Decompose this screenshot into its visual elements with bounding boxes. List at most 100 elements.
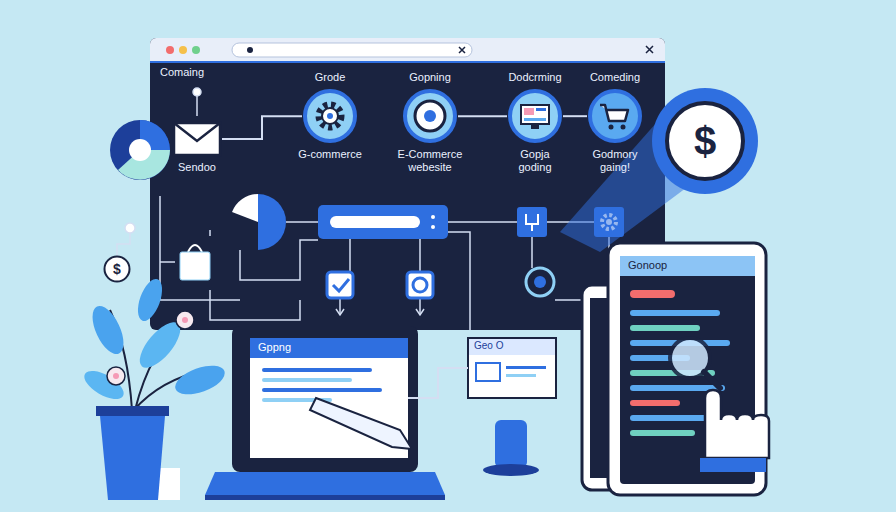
small-window — [506, 374, 536, 377]
hand — [700, 458, 766, 472]
plant — [100, 416, 165, 500]
small-window — [506, 366, 546, 369]
plant — [96, 406, 169, 416]
laptop — [205, 472, 445, 495]
dollar-coin: $ — [103, 255, 131, 283]
check-box — [413, 278, 427, 292]
browser-panel — [179, 46, 187, 54]
wire — [350, 239, 420, 272]
wire — [160, 261, 175, 263]
browser-panel — [459, 47, 465, 53]
mail-node: Sendoo — [162, 118, 232, 175]
browser-panel — [192, 46, 200, 54]
pie-chart — [129, 139, 151, 161]
wire — [117, 88, 609, 330]
laptop-screen: Gppng — [250, 338, 408, 458]
wire — [240, 240, 318, 280]
icon-node: GopningE-Commerce webesite — [386, 70, 474, 176]
plant — [86, 301, 130, 358]
plant — [133, 276, 167, 324]
laptop — [262, 388, 382, 392]
icon — [172, 121, 222, 157]
plant — [113, 373, 119, 379]
cart-icon — [587, 88, 643, 144]
tablet — [630, 400, 680, 406]
node-caption: G-commerce — [298, 148, 362, 161]
search-bar — [431, 225, 435, 229]
plant — [110, 310, 205, 410]
node-caption: Gopja goding — [505, 148, 565, 174]
stand — [495, 420, 527, 468]
ring-icon — [415, 101, 445, 131]
small-window — [476, 363, 500, 381]
ring-icon — [424, 110, 436, 122]
shopping-bag — [180, 245, 210, 280]
plant — [176, 311, 194, 329]
laptop — [262, 368, 372, 372]
panel-label: Comaing — [160, 66, 204, 79]
browser-panel — [150, 38, 665, 62]
tablet — [630, 325, 700, 331]
node-caption: Godmory gaing! — [585, 148, 645, 174]
app-window: Geo O — [468, 338, 556, 398]
coin-shape — [105, 257, 130, 282]
wire — [160, 196, 240, 300]
node-label: $ — [113, 261, 121, 278]
pie-chart — [110, 120, 170, 180]
gear-icon — [327, 113, 333, 119]
wire — [117, 233, 130, 255]
gear-icon — [305, 91, 355, 141]
icon — [587, 88, 643, 144]
round-button — [526, 268, 554, 296]
ring-icon — [402, 88, 458, 144]
monitor-icon — [510, 91, 560, 141]
monitor-icon — [536, 108, 546, 111]
search-bar — [318, 205, 448, 239]
env-icon — [172, 121, 222, 157]
icon — [402, 88, 458, 144]
half-pie — [258, 194, 286, 250]
laptop — [262, 378, 352, 382]
browser-panel — [166, 46, 174, 54]
tablet — [630, 415, 710, 421]
plant — [107, 367, 125, 385]
icon-node: ComedingGodmory gaing! — [582, 70, 648, 176]
icon-node: DodcrmingGopja goding — [492, 70, 578, 176]
plant — [80, 365, 128, 404]
check-box — [333, 279, 349, 291]
tool-square — [517, 207, 547, 237]
tablet — [620, 256, 755, 276]
wire — [125, 223, 135, 233]
monitor-icon — [531, 124, 539, 129]
search-bar — [330, 216, 420, 228]
browser-panel — [232, 43, 472, 57]
wire — [336, 309, 424, 315]
node-heading: Comeding — [590, 71, 640, 84]
laptop — [250, 338, 408, 358]
node-label: Geo O — [474, 340, 550, 352]
check-box — [327, 272, 433, 298]
tablet-screen: Gonoop — [620, 256, 755, 484]
wire — [196, 96, 198, 116]
dollar-coin: $ — [650, 86, 760, 196]
shopping-bag — [188, 245, 202, 252]
small-window — [468, 338, 556, 398]
icon — [302, 88, 358, 144]
gear-icon — [322, 108, 338, 124]
plant — [80, 276, 229, 500]
gear-icon — [319, 105, 341, 127]
cart-icon — [621, 125, 626, 130]
browser-panel — [247, 47, 253, 53]
plant — [182, 317, 188, 323]
icon-node: GrodeG-commerce — [288, 70, 372, 162]
small-window — [469, 339, 555, 355]
wire — [193, 88, 201, 96]
tablet — [630, 430, 695, 436]
pie-chart — [110, 120, 170, 180]
node-label: $ — [694, 117, 716, 165]
wire — [340, 298, 420, 314]
node-caption: Sendoo — [178, 161, 216, 174]
node-heading: Grode — [315, 71, 346, 84]
laptop — [205, 326, 445, 500]
